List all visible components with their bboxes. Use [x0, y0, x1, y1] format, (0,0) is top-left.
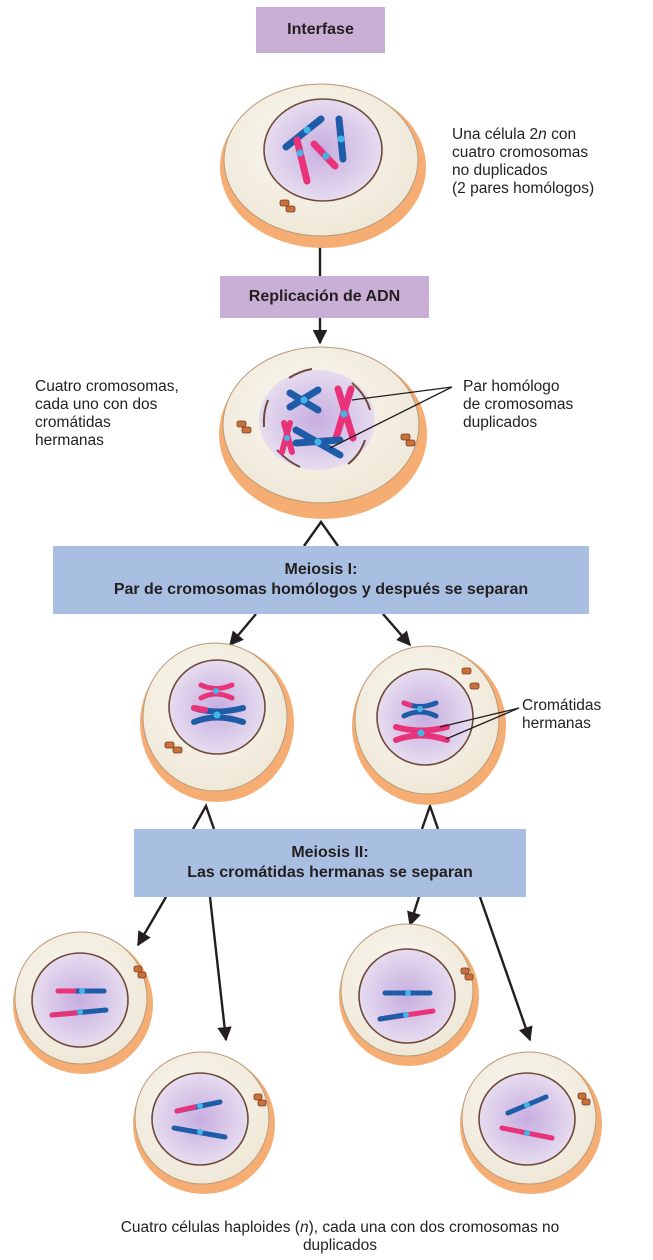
chromosomes-unduplicated [282, 115, 347, 185]
chromosomes [377, 990, 436, 1022]
nucleus [168, 659, 266, 755]
arrow-to-cell-3c [407, 896, 421, 927]
split-left-to-meiosis2 [191, 803, 216, 830]
split-right-to-meiosis2 [420, 802, 440, 830]
replication-title: Replicación de ADN [248, 288, 401, 305]
meiosis1-cell-right [352, 645, 520, 805]
label-cell-2n: Una célula 2n con cuatro cromosomas no d… [452, 126, 595, 197]
haploid-cell-b [133, 1051, 275, 1194]
chromosomes [49, 988, 109, 1018]
meiosis2-title: Meiosis II: [291, 844, 369, 861]
label-four-chromosomes: Cuatro cromosomas, cada uno con dos crom… [35, 378, 179, 449]
chromosomes-duplicated [279, 385, 357, 459]
chromosomes [393, 700, 450, 743]
flow-connectors [136, 243, 533, 1042]
duplicated-cell [219, 346, 453, 519]
centrosome [577, 1092, 591, 1106]
nucleus [376, 668, 474, 766]
interphase-title: Interfase [287, 21, 354, 38]
nucleus [151, 1072, 249, 1166]
interphase-box: Interfase [256, 7, 385, 53]
label-homologous-pair: Par homólogo de cromosomas duplicados [463, 378, 574, 431]
arrow-to-right-meiosis1-cell [382, 613, 411, 647]
split-to-meiosis1 [303, 519, 339, 547]
arrow-to-cell-3b [208, 896, 232, 1042]
meiosis2-subtitle: Las cromátidas hermanas se separan [187, 864, 473, 881]
arrow-to-cell-3a [136, 896, 168, 947]
centrosome [461, 667, 480, 690]
centrosome [279, 199, 296, 213]
meiosis1-box: Meiosis I: Par de cromosomas homólogos y… [53, 546, 589, 614]
nucleus [31, 952, 129, 1048]
replication-box: Replicación de ADN [220, 276, 429, 318]
nucleus [478, 1072, 576, 1166]
meiosis1-title: Meiosis I: [284, 561, 358, 578]
centrosome [133, 965, 147, 979]
haploid-cell-c [339, 923, 479, 1066]
centrosome [253, 1093, 267, 1107]
chromosomes [499, 1094, 555, 1141]
meiosis2-box: Meiosis II: Las cromátidas hermanas se s… [134, 829, 526, 897]
centrosome [164, 741, 183, 754]
arrow-to-cell-3d [478, 896, 533, 1042]
chromosomes [171, 1099, 228, 1140]
homologous-pair-pointers [329, 386, 453, 449]
label-sister-chromatids: Cromátidas hermanas [522, 697, 602, 732]
interphase-cell [220, 83, 426, 248]
arrow-to-left-meiosis1-cell [229, 613, 257, 647]
meiosis1-cell-left [140, 642, 294, 802]
chromosomes [191, 682, 246, 725]
meiosis1-subtitle: Par de cromosomas homólogos y después se… [113, 581, 529, 598]
nucleus [358, 948, 456, 1044]
centrosome [460, 967, 474, 981]
haploid-cell-d [460, 1051, 602, 1194]
label-haploid-cells: Cuatro células haploides (n), cada una c… [120, 1219, 560, 1254]
haploid-cell-a [13, 931, 153, 1074]
sister-chromatid-pointers [439, 707, 520, 740]
nuclear-envelope-fragments [262, 368, 371, 468]
centrosome [236, 420, 416, 447]
